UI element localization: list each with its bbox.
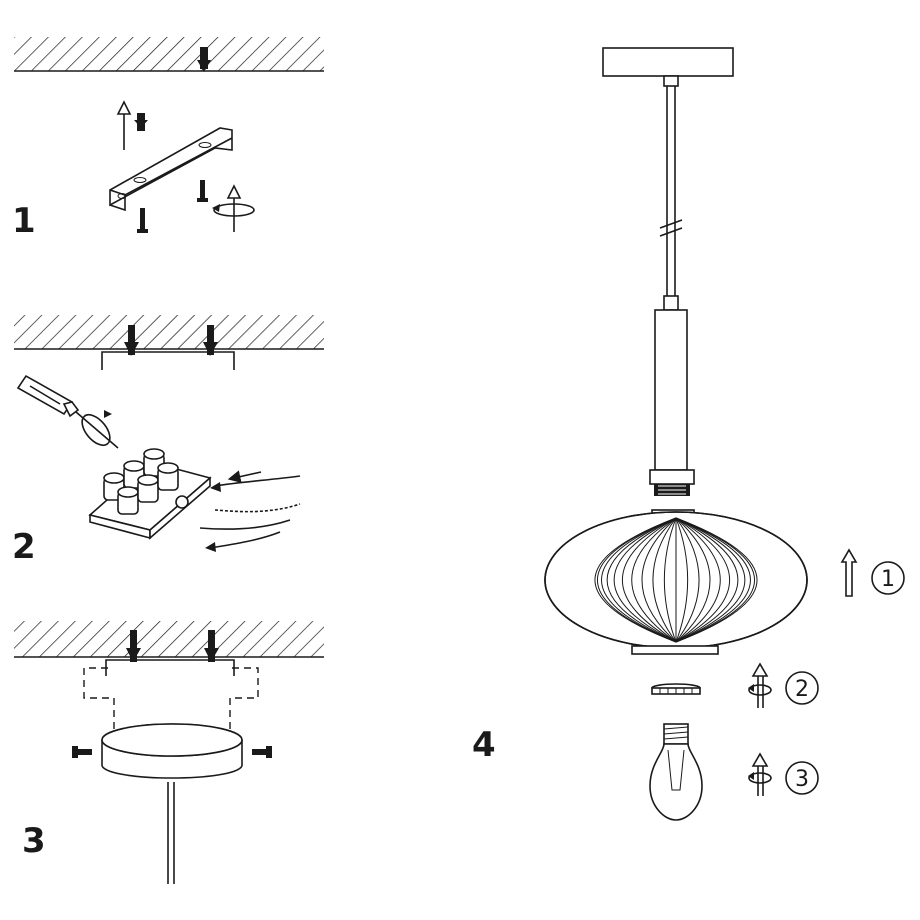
shade-rib: [631, 517, 677, 643]
wall-plug-icon: [134, 113, 148, 131]
step-1-panel: [14, 37, 324, 233]
step-number-1: 1: [12, 201, 36, 241]
screw-left-icon: [72, 746, 92, 758]
screw-icon: [197, 180, 208, 202]
screwdriver-icon: [16, 374, 119, 449]
wall-plug-icon: [126, 630, 141, 662]
shade-rib: [597, 517, 677, 643]
shade-rib: [675, 517, 689, 643]
wire-arrows-icon: [199, 470, 301, 552]
shade-rib: [675, 517, 700, 643]
dashed-guide-lines: [83, 667, 115, 730]
step-number-4: 4: [472, 725, 496, 765]
step-number-2: 2: [12, 527, 36, 567]
sub-step-number-1: 1: [881, 567, 895, 592]
sub-step-circle-3: [785, 761, 819, 795]
shade-rib: [601, 517, 677, 643]
ceiling-hatch-3: [14, 621, 324, 657]
sub-step-number-2: 2: [795, 677, 809, 702]
terminal-block-icon: [88, 448, 212, 540]
ceiling-hatch-1: [14, 37, 324, 71]
ceiling-hatch-2: [14, 315, 324, 349]
ceiling-canopy-icon: [101, 723, 243, 779]
rotate-up-arrow-icon: [748, 752, 772, 796]
light-bulb-icon: [649, 723, 703, 821]
rotate-up-arrow-icon: [748, 662, 772, 708]
shade-rib: [675, 517, 755, 643]
step-3-panel: [14, 621, 324, 884]
mounted-bracket-icon: [105, 659, 235, 676]
rotate-arrow-icon: [81, 410, 112, 447]
wall-plug-icon: [203, 325, 218, 356]
shade-rib: [663, 517, 677, 643]
step-2-panel: [14, 315, 324, 552]
shade-rib: [675, 517, 751, 643]
shade-rib: [606, 517, 677, 643]
shade-rib: [675, 517, 758, 643]
shade-rib: [675, 517, 746, 643]
ceiling-canopy-icon: [602, 47, 734, 77]
lamp-holder-icon: [649, 295, 695, 496]
step-number-3: 3: [22, 821, 46, 861]
shade-rib: [675, 517, 730, 643]
screw-right-icon: [252, 746, 272, 758]
shade-rib: [622, 517, 677, 643]
wall-plug-icon: [124, 325, 139, 356]
suspension-cable: [659, 86, 683, 296]
sub-step-circle-2: [785, 671, 819, 705]
shade-rib: [675, 517, 739, 643]
shade-ring-icon: [651, 683, 701, 695]
up-arrow-icon: [116, 100, 132, 150]
screw-icon: [137, 208, 148, 233]
shade-rib: [675, 517, 711, 643]
shade-rib: [641, 517, 677, 643]
mounting-bracket-icon: [109, 127, 233, 212]
sub-step-number-3: 3: [795, 767, 809, 792]
mounted-bracket-icon: [101, 351, 235, 370]
wall-plug-icon: [197, 47, 211, 72]
wall-plug-icon: [204, 630, 219, 662]
shade-rib: [613, 517, 677, 643]
glass-shade-icon: [544, 509, 808, 655]
sub-step-circle-1: [871, 561, 905, 595]
rotate-up-arrow-icon: [212, 184, 255, 232]
up-arrow-icon: [840, 548, 858, 597]
shade-rib: [652, 517, 677, 643]
shade-rib: [675, 517, 721, 643]
step-4-panel: 1 2: [544, 47, 905, 821]
